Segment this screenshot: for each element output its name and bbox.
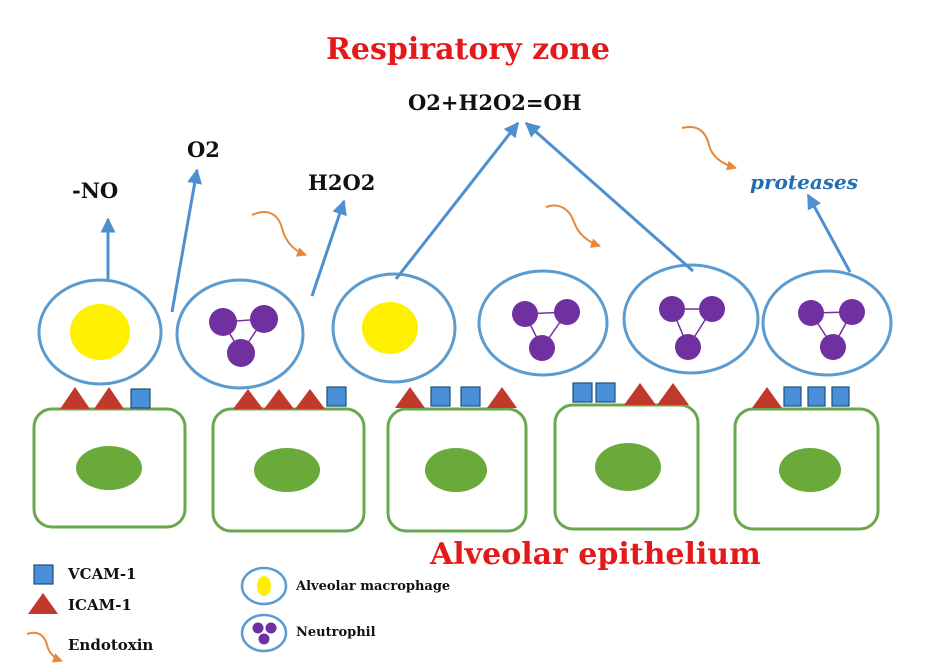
epithelium-label: Alveolar epithelium bbox=[430, 537, 761, 572]
icam-triangle bbox=[487, 387, 517, 408]
no-label: -NO bbox=[72, 178, 119, 203]
legend-endotoxin-label: Endotoxin bbox=[68, 636, 154, 654]
legend bbox=[26, 564, 288, 663]
epithelial-cell bbox=[211, 407, 366, 533]
neutrophil bbox=[175, 278, 305, 390]
release-arrows bbox=[100, 121, 852, 313]
h2o2-label: H2O2 bbox=[308, 170, 376, 195]
neutrophil bbox=[622, 263, 760, 375]
vcam-square bbox=[831, 386, 850, 407]
neutrophil bbox=[761, 269, 893, 377]
vcam-square bbox=[783, 386, 802, 407]
h2o2-arrow bbox=[310, 199, 347, 297]
vcam-square bbox=[572, 382, 593, 403]
epithelial-cell bbox=[32, 407, 187, 529]
icam-triangle bbox=[264, 389, 294, 409]
epithelial-cell bbox=[553, 403, 700, 531]
vcam-square bbox=[430, 386, 451, 407]
endotoxin-icon bbox=[251, 211, 307, 257]
vcam-square bbox=[807, 386, 826, 407]
oh-arrow-left bbox=[394, 121, 520, 280]
endotoxin-arrows bbox=[251, 126, 737, 257]
icam-triangle bbox=[233, 389, 263, 409]
legend-icam-icon bbox=[28, 593, 58, 614]
epithelial-cell bbox=[733, 407, 880, 531]
legend-neutrophil-label: Neutrophil bbox=[296, 625, 376, 640]
proteases-arrow bbox=[806, 193, 852, 273]
vcam-square bbox=[595, 382, 616, 403]
oh-label: O2+H2O2=OH bbox=[408, 90, 582, 115]
immune-cells bbox=[37, 263, 893, 390]
title: Respiratory zone bbox=[326, 32, 611, 67]
legend-endotoxin-icon bbox=[26, 631, 63, 663]
epithelial-cells bbox=[32, 403, 880, 533]
vcam-square bbox=[326, 386, 347, 407]
endotoxin-icon bbox=[681, 126, 737, 171]
o2-arrow bbox=[170, 168, 203, 313]
adhesion-molecules bbox=[60, 382, 850, 409]
epithelial-cell bbox=[386, 407, 528, 533]
icam-triangle bbox=[624, 383, 656, 405]
endotoxin-icon bbox=[545, 204, 601, 248]
vcam-square bbox=[460, 386, 481, 407]
icam-triangle bbox=[657, 383, 689, 405]
o2-label: O2 bbox=[187, 137, 220, 162]
legend-macrophage-label: Alveolar macrophage bbox=[296, 579, 451, 594]
alveolar-macrophage bbox=[331, 272, 457, 384]
neutrophil bbox=[477, 269, 609, 377]
legend-icam-label: ICAM-1 bbox=[68, 596, 132, 614]
icam-triangle bbox=[395, 387, 425, 408]
icam-triangle bbox=[60, 387, 90, 409]
icam-triangle bbox=[295, 389, 325, 409]
legend-vcam-icon bbox=[33, 564, 54, 585]
icam-triangle bbox=[752, 387, 782, 408]
vcam-square bbox=[130, 388, 151, 409]
alveolar-macrophage bbox=[37, 278, 163, 386]
legend-macrophage-icon bbox=[240, 566, 288, 606]
icam-triangle bbox=[94, 387, 124, 409]
legend-neutrophil-icon bbox=[240, 613, 288, 653]
legend-vcam-label: VCAM-1 bbox=[68, 565, 137, 583]
proteases-label: proteases bbox=[750, 170, 859, 194]
oh-arrow-right bbox=[524, 121, 694, 273]
